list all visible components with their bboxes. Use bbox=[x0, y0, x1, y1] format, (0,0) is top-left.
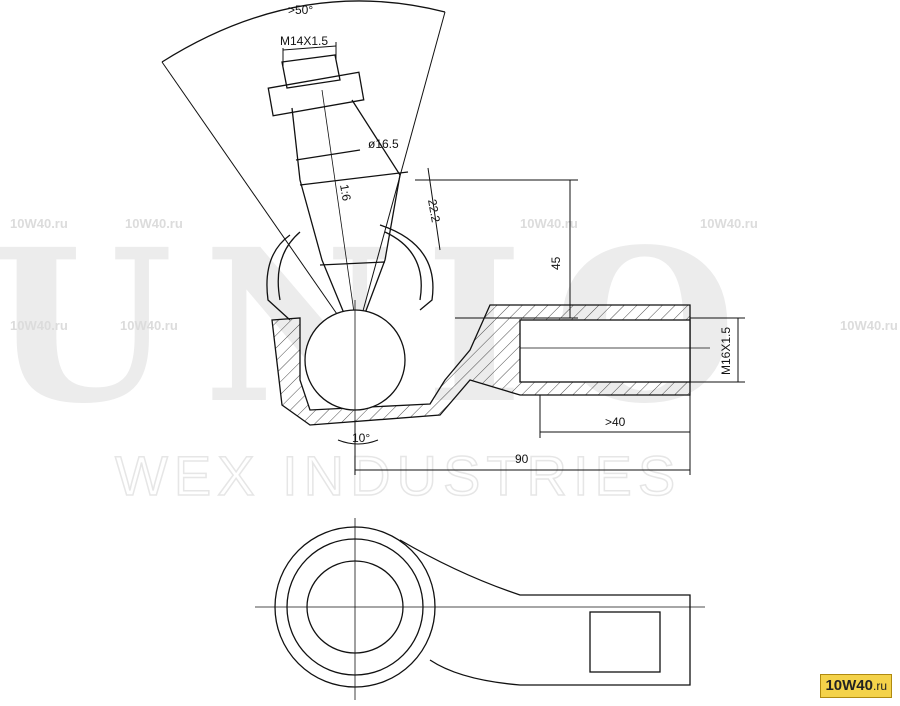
watermark-small-4: 10W40.ru bbox=[700, 216, 758, 231]
stud-band-1 bbox=[295, 149, 361, 161]
stud-band-3 bbox=[319, 261, 386, 266]
angle-ray-left bbox=[161, 61, 356, 341]
brand-suffix: .ru bbox=[872, 679, 887, 693]
castle-nut bbox=[267, 71, 365, 117]
flat-recess bbox=[589, 611, 661, 673]
watermark-sub-text: WEX INDUSTRIES bbox=[115, 444, 681, 507]
dim-length-40: >40 bbox=[605, 415, 626, 429]
dim-taper: 1:6 bbox=[337, 183, 354, 202]
watermark-small-1: 10W40.ru bbox=[10, 216, 68, 231]
watermark: UNIO WEX INDUSTRIES 10W40.ru 10W40.ru 10… bbox=[0, 203, 898, 508]
dim-length-90: 90 bbox=[515, 452, 529, 466]
angle-arc-bottom bbox=[337, 439, 379, 445]
watermark-small-6: 10W40.ru bbox=[120, 318, 178, 333]
side-view bbox=[161, 0, 745, 475]
nut-top bbox=[281, 54, 341, 89]
brand-prefix: 10W40 bbox=[825, 677, 873, 694]
boot-left bbox=[266, 234, 291, 321]
dim-thread-top: M14X1.5 bbox=[280, 34, 328, 48]
dim-diameter: ø16.5 bbox=[368, 137, 399, 151]
boot-left-inner bbox=[277, 231, 301, 301]
thread-dim-line bbox=[282, 45, 337, 51]
arm-outline bbox=[399, 539, 691, 686]
thread-bore bbox=[519, 319, 691, 383]
dim-height-22: 22.2 bbox=[425, 198, 443, 224]
stud-band-2 bbox=[299, 171, 409, 186]
stud-axis bbox=[321, 89, 359, 341]
dim-thread-side: M16X1.5 bbox=[719, 327, 733, 375]
dim-height-45: 45 bbox=[549, 256, 563, 270]
watermark-small-7: 10W40.ru bbox=[840, 318, 898, 333]
brand-badge[interactable]: 10W40.ru bbox=[820, 674, 892, 698]
dim-angle-top: >50° bbox=[288, 3, 313, 17]
boot-right-inner bbox=[384, 231, 422, 301]
watermark-small-3: 10W40.ru bbox=[520, 216, 578, 231]
dim22-line bbox=[427, 167, 441, 251]
top-view bbox=[255, 518, 705, 700]
boot-right bbox=[379, 224, 434, 311]
dim-angle-bottom: 10° bbox=[352, 431, 370, 445]
watermark-small-2: 10W40.ru bbox=[125, 216, 183, 231]
watermark-small-5: 10W40.ru bbox=[10, 318, 68, 333]
angle-arc-top bbox=[161, 0, 446, 63]
